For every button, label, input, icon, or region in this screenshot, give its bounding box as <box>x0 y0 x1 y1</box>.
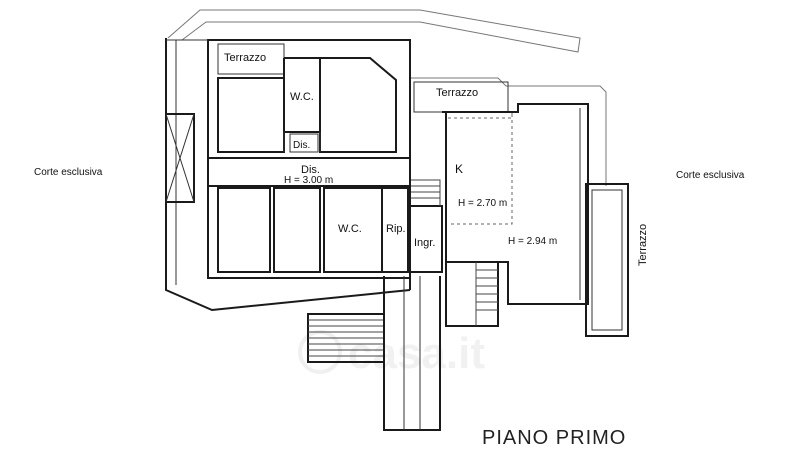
label-dis-corridor: Dis. <box>301 164 320 176</box>
bottom-rooms <box>217 187 409 273</box>
outside-stairs <box>307 313 385 363</box>
roof-outline <box>167 9 607 186</box>
label-k: K <box>455 162 463 176</box>
label-rip: Rip. <box>386 223 406 235</box>
watermark-text: casa.it <box>348 329 485 378</box>
top-rooms <box>208 43 410 159</box>
label-wc-bottom: W.C. <box>338 223 362 235</box>
label-h-kitchen: H = 2.70 m <box>458 198 507 209</box>
outer-walls <box>165 38 411 312</box>
label-terrazzo-right: Terrazzo <box>637 224 649 266</box>
watermark: casa.it <box>298 329 485 378</box>
plan-title: PIANO PRIMO <box>482 427 626 449</box>
label-dis-small: Dis. <box>293 140 310 151</box>
terrazzo-right-box <box>585 183 629 337</box>
label-terrazzo-top: Terrazzo <box>224 52 266 64</box>
label-h-corridor: H = 3.00 m <box>284 175 333 186</box>
label-corte-left: Corte esclusiva <box>34 167 103 178</box>
shaft-left <box>165 113 195 203</box>
entry-area <box>409 78 443 290</box>
label-ingr: Ingr. <box>414 237 435 249</box>
label-h-living: H = 2.94 m <box>508 236 557 247</box>
walkway <box>383 276 441 431</box>
label-terrazzo-mid: Terrazzo <box>436 87 478 99</box>
stairs-right <box>445 261 499 327</box>
label-corte-right: Corte esclusiva <box>676 170 745 181</box>
label-wc-top: W.C. <box>290 91 314 103</box>
